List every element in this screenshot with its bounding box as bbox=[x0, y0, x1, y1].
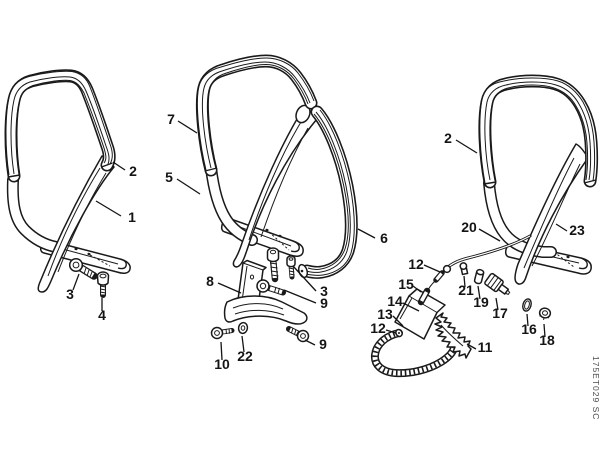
callout-1: 1 bbox=[95, 200, 136, 225]
grip-6 bbox=[297, 105, 358, 279]
callout-4: 4 bbox=[98, 298, 106, 323]
callout-9-lower: 9 bbox=[304, 336, 327, 352]
front-tube-middle bbox=[232, 105, 318, 268]
nipple-21 bbox=[459, 262, 469, 276]
svg-text:12: 12 bbox=[408, 256, 424, 272]
callout-19: 19 bbox=[473, 285, 489, 310]
callout-2-left: 2 bbox=[112, 161, 137, 179]
nut-18 bbox=[538, 307, 552, 320]
svg-text:11: 11 bbox=[478, 339, 493, 355]
grip-loop-right bbox=[478, 74, 599, 189]
screw-10 bbox=[210, 326, 235, 340]
svg-text:6: 6 bbox=[380, 230, 388, 246]
svg-text:20: 20 bbox=[461, 219, 477, 235]
callout-22: 22 bbox=[237, 335, 253, 364]
pin-15 bbox=[417, 287, 431, 306]
svg-text:1: 1 bbox=[128, 209, 136, 225]
callout-16: 16 bbox=[521, 313, 537, 337]
callout-17: 17 bbox=[492, 297, 508, 321]
svg-text:4: 4 bbox=[98, 307, 106, 323]
callout-6: 6 bbox=[357, 228, 388, 246]
callout-15: 15 bbox=[398, 276, 422, 293]
svg-text:16: 16 bbox=[521, 321, 537, 337]
callouts: 1 2 3 4 7 5 6 8 3 9 9 22 10 2 20 23 12 1… bbox=[66, 111, 585, 372]
hose-13 bbox=[370, 328, 458, 378]
callout-3-middle: 3 bbox=[292, 265, 328, 299]
ring-16 bbox=[522, 298, 532, 312]
svg-text:2: 2 bbox=[129, 163, 137, 179]
callout-5: 5 bbox=[165, 169, 201, 195]
callout-18: 18 bbox=[539, 323, 555, 348]
svg-text:5: 5 bbox=[165, 169, 173, 185]
screw-9-clamp bbox=[256, 279, 286, 296]
handle-assembly-left bbox=[4, 69, 131, 298]
plug-19 bbox=[473, 268, 485, 285]
drawing-code: 175ET029 SC bbox=[591, 356, 600, 420]
callout-10: 10 bbox=[214, 341, 230, 372]
handle-tube-lower-left bbox=[6, 174, 62, 253]
svg-text:21: 21 bbox=[458, 282, 474, 298]
svg-text:9: 9 bbox=[320, 295, 328, 311]
svg-text:14: 14 bbox=[387, 293, 403, 309]
front-tube-1 bbox=[37, 155, 115, 293]
svg-text:10: 10 bbox=[214, 356, 230, 372]
callout-12-upper: 12 bbox=[408, 256, 441, 273]
svg-text:9: 9 bbox=[319, 336, 327, 352]
callout-14: 14 bbox=[387, 293, 420, 312]
washer-22 bbox=[237, 321, 249, 335]
screw-9-lower bbox=[286, 326, 310, 343]
callout-21: 21 bbox=[458, 275, 474, 298]
grip-7 bbox=[195, 54, 318, 177]
screw-4 bbox=[96, 271, 110, 298]
grip-loop-left bbox=[4, 69, 116, 183]
screw-9-middle-small bbox=[286, 255, 296, 280]
svg-text:18: 18 bbox=[539, 332, 555, 348]
svg-text:23: 23 bbox=[569, 222, 585, 238]
screw-3-middle-upper bbox=[266, 247, 280, 283]
svg-text:19: 19 bbox=[473, 294, 489, 310]
callout-23: 23 bbox=[555, 222, 585, 238]
handle-tube-5 bbox=[205, 162, 258, 246]
svg-text:8: 8 bbox=[206, 273, 214, 289]
svg-text:7: 7 bbox=[167, 111, 175, 127]
svg-text:12: 12 bbox=[370, 320, 386, 336]
screw-3-left bbox=[68, 257, 98, 280]
handle-assembly-middle bbox=[195, 54, 358, 343]
svg-text:15: 15 bbox=[398, 276, 414, 292]
handle-assembly-right bbox=[370, 74, 599, 378]
fitting-17 bbox=[484, 272, 511, 295]
cable-end-12-upper bbox=[425, 264, 452, 293]
callout-12-lower: 12 bbox=[370, 320, 397, 336]
clamp-8 bbox=[223, 259, 308, 325]
callout-11: 11 bbox=[466, 339, 493, 355]
callout-7: 7 bbox=[167, 111, 198, 134]
svg-text:2: 2 bbox=[444, 130, 452, 146]
svg-text:13: 13 bbox=[377, 306, 393, 322]
svg-text:22: 22 bbox=[237, 348, 253, 364]
callout-2-right: 2 bbox=[444, 130, 478, 154]
svg-text:3: 3 bbox=[320, 283, 328, 299]
callout-20: 20 bbox=[461, 219, 501, 242]
svg-text:3: 3 bbox=[66, 286, 74, 302]
callout-9-middle: 9 bbox=[283, 289, 328, 311]
svg-text:17: 17 bbox=[492, 305, 508, 321]
spring-11 bbox=[434, 312, 472, 359]
callout-13: 13 bbox=[377, 306, 404, 327]
callout-3-left: 3 bbox=[66, 273, 80, 302]
sleeve-14 bbox=[394, 288, 446, 340]
callout-8: 8 bbox=[206, 273, 242, 294]
